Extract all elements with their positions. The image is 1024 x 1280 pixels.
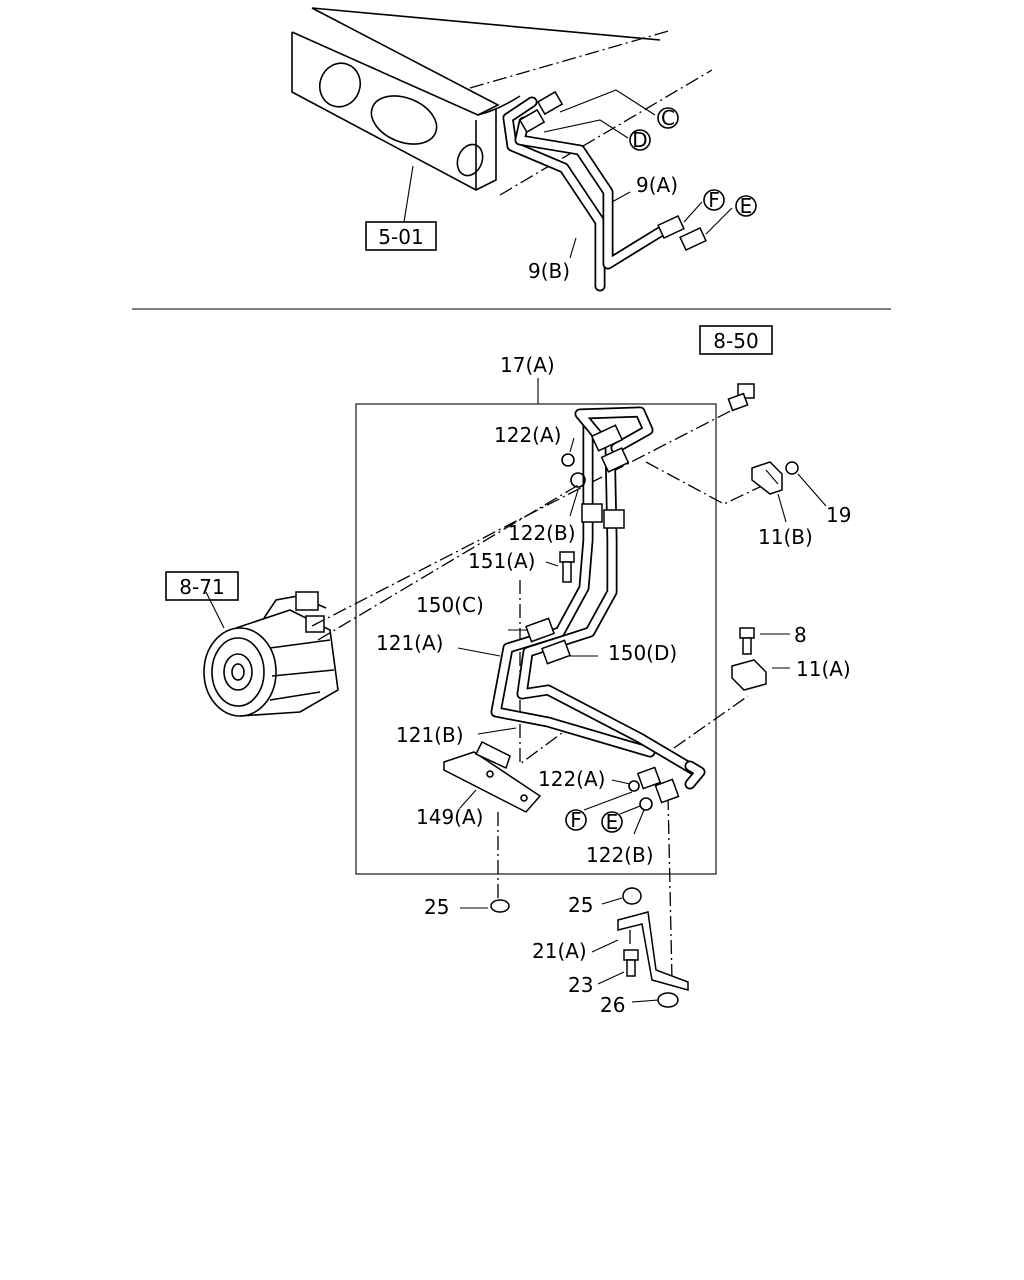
label-25-left: 25 bbox=[424, 895, 449, 919]
clip-11a bbox=[731, 659, 767, 691]
label-151a: 151(A) bbox=[468, 549, 535, 573]
o-ring-122b-top bbox=[570, 472, 586, 488]
bracket-149a bbox=[443, 740, 542, 813]
assembly-17a-box bbox=[355, 403, 717, 875]
label-11b: 11(B) bbox=[758, 525, 813, 549]
label-8: 8 bbox=[794, 623, 807, 647]
ref-label-5-01: 5-01 bbox=[378, 225, 423, 249]
bolt-8 bbox=[739, 627, 755, 655]
callout-e-bottom: E bbox=[606, 810, 619, 834]
label-11a: 11(A) bbox=[796, 657, 851, 681]
compressor-illustration bbox=[203, 591, 339, 717]
ref-label-8-50: 8-50 bbox=[713, 329, 758, 353]
pipes-121 bbox=[490, 406, 706, 804]
label-150c: 150(C) bbox=[416, 593, 484, 617]
o-ring-122b-bottom bbox=[639, 797, 653, 811]
label-19: 19 bbox=[826, 503, 851, 527]
label-9b: 9(B) bbox=[528, 259, 570, 283]
o-ring-122a-top bbox=[561, 453, 575, 467]
nut-25-right bbox=[622, 887, 642, 905]
label-26: 26 bbox=[600, 993, 625, 1017]
label-23: 23 bbox=[568, 973, 593, 997]
label-121b: 121(B) bbox=[396, 723, 464, 747]
pipe-9-assembly bbox=[502, 89, 733, 292]
label-122b-top: 122(B) bbox=[508, 521, 576, 545]
callout-e-top: E bbox=[740, 194, 753, 218]
nut-19 bbox=[785, 461, 799, 475]
callout-f-top: F bbox=[708, 188, 720, 212]
clip-11b bbox=[751, 461, 783, 495]
label-21a: 21(A) bbox=[532, 939, 587, 963]
label-122a-bottom: 122(A) bbox=[538, 767, 605, 791]
nut-26 bbox=[657, 992, 679, 1008]
bracket-21a bbox=[617, 911, 689, 991]
label-25-right: 25 bbox=[568, 893, 593, 917]
label-150d: 150(D) bbox=[608, 641, 677, 665]
label-121a: 121(A) bbox=[376, 631, 443, 655]
label-122a-top: 122(A) bbox=[494, 423, 561, 447]
label-17a: 17(A) bbox=[500, 353, 555, 377]
bolt-23 bbox=[623, 949, 639, 977]
label-122b-bottom: 122(B) bbox=[586, 843, 654, 867]
bolt-151a bbox=[559, 551, 575, 583]
o-ring-122a-bottom bbox=[628, 780, 640, 792]
callout-c: C bbox=[661, 106, 675, 130]
ref-label-8-71: 8-71 bbox=[179, 575, 224, 599]
fitting-8-50 bbox=[727, 383, 755, 412]
nut-25-left bbox=[490, 899, 510, 913]
frame-rail-illustration bbox=[291, 7, 713, 223]
label-9a: 9(A) bbox=[636, 173, 678, 197]
callout-d: D bbox=[632, 128, 647, 152]
callout-f-bottom: F bbox=[570, 808, 582, 832]
label-149a: 149(A) bbox=[416, 805, 483, 829]
